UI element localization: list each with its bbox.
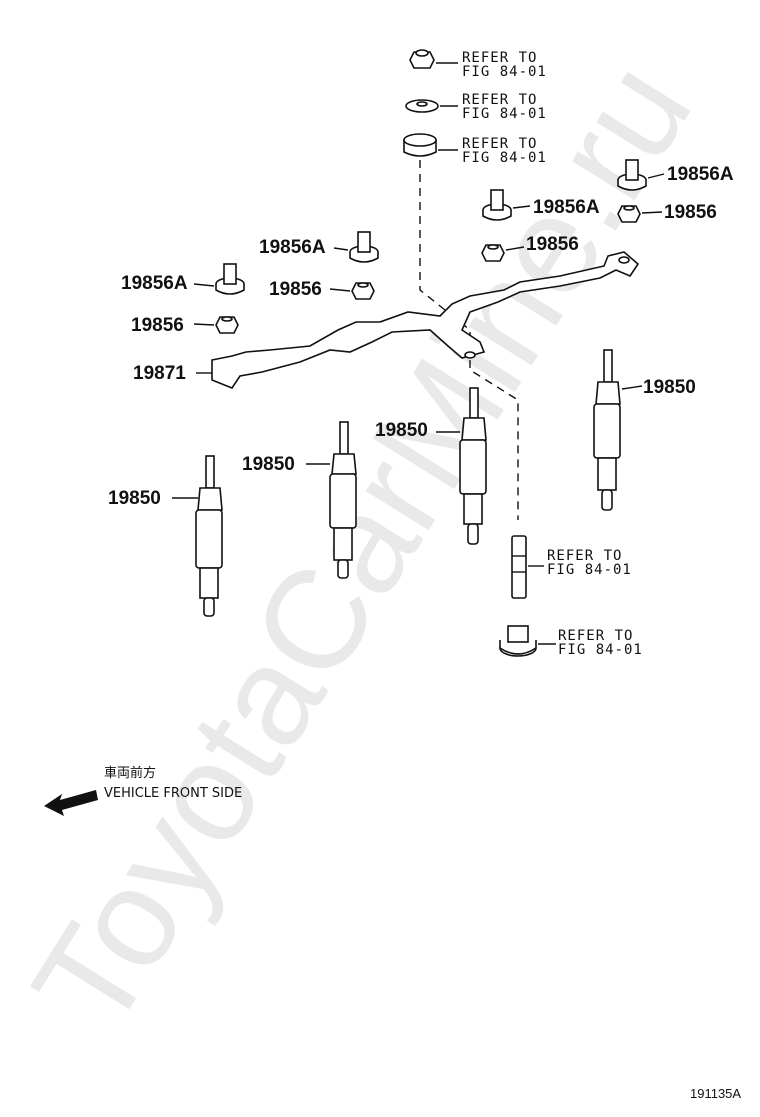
refer-label-5a: REFER TO xyxy=(558,628,633,644)
glow-plug-4[interactable] xyxy=(593,349,643,511)
callout-nut-left: 19856 xyxy=(131,315,184,336)
ref-nut-top[interactable] xyxy=(409,49,458,69)
legend-japanese: 車両前方 xyxy=(104,765,156,781)
callout-nut-mid-right: 19856 xyxy=(526,234,579,255)
callout-nut-mid-left: 19856 xyxy=(269,279,322,300)
refer-label-2a: REFER TO xyxy=(462,92,537,108)
nut-mid-left[interactable] xyxy=(329,282,375,300)
callout-stud-mid-left: 19856A xyxy=(259,237,326,258)
figure-id: 191135A xyxy=(690,1086,741,1101)
refer-label-3b: FIG 84-01 xyxy=(462,150,547,166)
stud-left[interactable] xyxy=(193,263,245,295)
callout-nut-top-right: 19856 xyxy=(664,202,717,223)
callout-stud-mid-right: 19856A xyxy=(533,197,600,218)
callout-stud-left: 19856A xyxy=(121,273,188,294)
stud-mid-left[interactable] xyxy=(333,231,379,263)
stud-top-right[interactable] xyxy=(617,159,665,191)
glow-plug-3[interactable] xyxy=(436,387,487,545)
glow-plug-2[interactable] xyxy=(306,421,357,579)
nut-left[interactable] xyxy=(193,316,239,334)
watermark: ToyotaCarMine.ru xyxy=(2,36,721,1056)
callout-bus-bar: 19871 xyxy=(133,363,186,384)
nut-top-right[interactable] xyxy=(617,205,663,223)
callout-plug-2: 19850 xyxy=(242,454,295,475)
front-arrow-icon xyxy=(44,790,98,816)
ref-spacer[interactable] xyxy=(403,133,458,157)
ref-washer[interactable] xyxy=(405,99,458,113)
ref-stud-bottom[interactable] xyxy=(511,535,544,599)
glow-plug-bus-bar[interactable] xyxy=(196,251,640,389)
callout-plug-1: 19850 xyxy=(108,488,161,509)
refer-label-5b: FIG 84-01 xyxy=(558,642,643,658)
callout-plug-4: 19850 xyxy=(643,377,696,398)
refer-label-1b: FIG 84-01 xyxy=(462,64,547,80)
legend-english: VEHICLE FRONT SIDE xyxy=(104,786,242,801)
refer-label-1a: REFER TO xyxy=(462,50,537,66)
refer-label-3a: REFER TO xyxy=(462,136,537,152)
nut-mid-right[interactable] xyxy=(481,244,525,262)
ref-nut-bottom[interactable] xyxy=(499,625,556,657)
refer-label-4a: REFER TO xyxy=(547,548,622,564)
refer-label-4b: FIG 84-01 xyxy=(547,562,632,578)
glow-plug-1[interactable] xyxy=(172,455,223,617)
callout-plug-3: 19850 xyxy=(375,420,428,441)
callout-stud-top-right: 19856A xyxy=(667,164,734,185)
stud-mid-right[interactable] xyxy=(482,189,531,221)
refer-label-2b: FIG 84-01 xyxy=(462,106,547,122)
